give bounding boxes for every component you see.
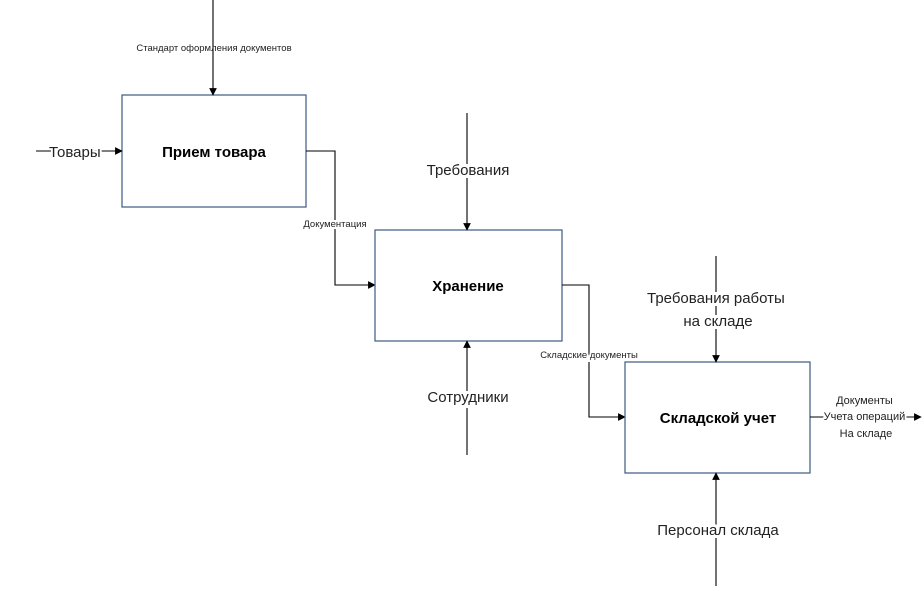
label-doc-standard: Стандарт оформления документов: [136, 43, 291, 54]
box-receiving-title: Прием товара: [162, 144, 266, 161]
label-work-requirements-line2: на складе: [683, 313, 752, 330]
label-output-docs: Документы Учета операций На складе: [824, 395, 909, 440]
label-warehouse-staff: Персонал склада: [657, 522, 779, 539]
label-output-docs-line3: На складе: [840, 428, 893, 440]
arrow-documentation[interactable]: [306, 150, 376, 289]
label-output-docs-line2: Учета операций: [824, 411, 906, 423]
label-output-docs-line1: Документы: [836, 395, 893, 407]
label-work-requirements-line1: Требования работы: [647, 290, 785, 307]
label-requirements: Требования: [427, 162, 510, 179]
box-storage-title: Хранение: [432, 278, 504, 295]
label-work-requirements: Требования работы на складе: [647, 290, 789, 330]
box-accounting-title: Складской учет: [660, 410, 776, 427]
label-goods: Товары: [49, 144, 101, 161]
label-employees: Сотрудники: [427, 389, 508, 406]
box-receiving[interactable]: [121, 94, 307, 208]
label-documentation: Документация: [303, 219, 366, 230]
label-warehouse-docs: Складские документы: [540, 350, 638, 361]
arrow-warehouse-docs[interactable]: [562, 284, 626, 421]
